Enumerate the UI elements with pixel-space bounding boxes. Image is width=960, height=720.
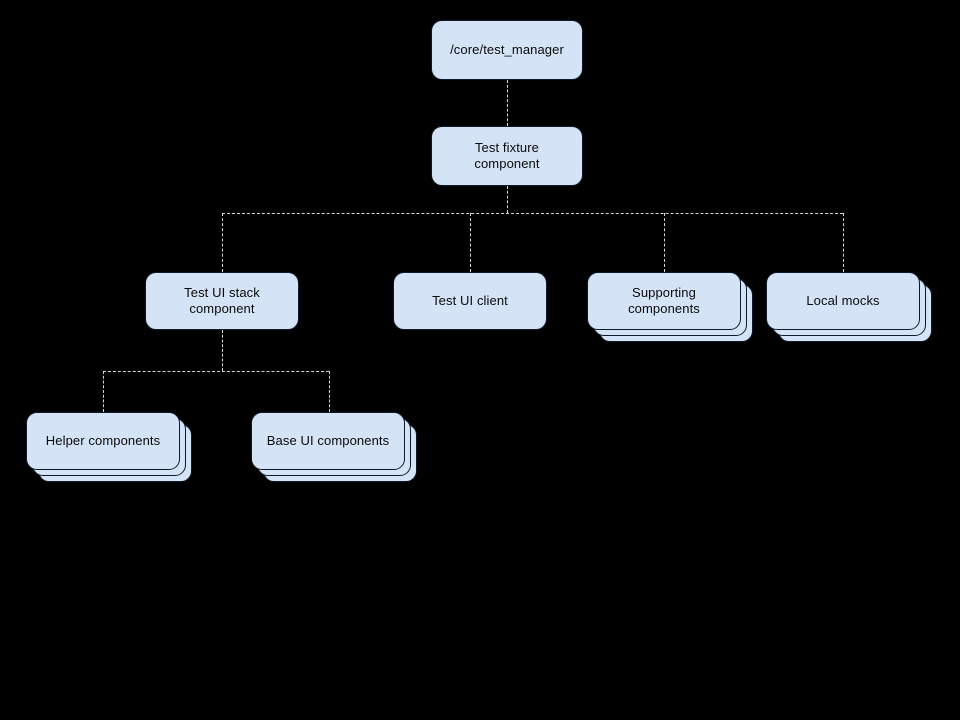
node-local-mocks[interactable]: Local mocks [766, 272, 920, 330]
node-label: /core/test_manager [450, 42, 564, 57]
node-helper-components[interactable]: Helper components [26, 412, 180, 470]
connector-drop-test-ui-stack [222, 213, 223, 272]
connector-drop-base-ui-components [329, 371, 330, 412]
node-label: Helper components [45, 433, 161, 448]
node-label: Supporting components [628, 285, 700, 316]
connector-drop-helper-components [103, 371, 104, 412]
node-base-ui-components[interactable]: Base UI components [251, 412, 405, 470]
node-test-fixture-component[interactable]: Test fixture component [431, 126, 583, 186]
node-test-ui-stack-component[interactable]: Test UI stack component [145, 272, 299, 330]
connector-level2-bus [222, 213, 843, 214]
connector-root-to-fixture [507, 80, 508, 126]
node-label: Test UI client [432, 293, 508, 308]
connector-drop-supporting-components [664, 213, 665, 272]
node-label: Base UI components [266, 433, 390, 448]
connector-test-ui-stack-drop [222, 330, 223, 371]
node-label: Test fixture component [474, 140, 540, 171]
connector-fixture-drop [507, 186, 508, 213]
node-supporting-components[interactable]: Supporting components [587, 272, 741, 330]
node-test-ui-client[interactable]: Test UI client [393, 272, 547, 330]
node-core-test-manager[interactable]: /core/test_manager [431, 20, 583, 80]
connector-level3-bus [103, 371, 329, 372]
connector-drop-test-ui-client [470, 213, 471, 272]
node-label: Test UI stack component [184, 285, 260, 316]
node-label: Local mocks [806, 293, 880, 308]
connector-drop-local-mocks [843, 213, 844, 272]
